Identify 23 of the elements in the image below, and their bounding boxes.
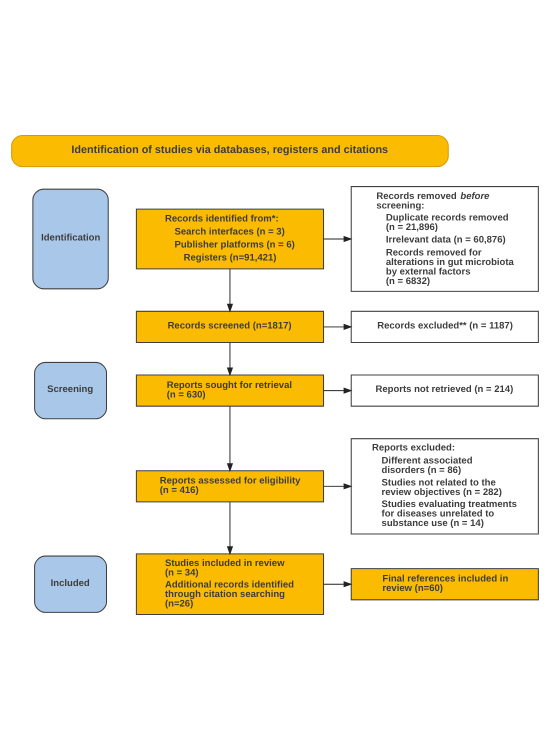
arrow: [323, 388, 352, 394]
node-box: Reports sought for retrieval (n = 630): [136, 374, 324, 407]
node-box: Reports not retrieved (n = 214): [350, 374, 539, 407]
arrow: [226, 342, 234, 376]
node-box: Identification of studies via databases, registers and citations: [11, 134, 449, 168]
node-box: Included: [34, 556, 108, 613]
node-box: Screening: [34, 362, 108, 420]
node-box: Studies included in review (n = 34) Additional records identified through citation searching (n=26): [136, 553, 324, 616]
node-box: Final references included in review (n=60): [350, 568, 539, 600]
node-box: Records excluded** (n = 1187): [350, 310, 539, 344]
node-box: Identification: [32, 188, 109, 290]
arrow: [226, 268, 234, 313]
arrow: [323, 236, 352, 242]
node-box: Reports excluded: Different associated disorders (n = 86) Studies not related to the review objectives (n = 282) Studies evaluating treatments for diseases unrelated to substance use (n = 14): [350, 438, 539, 534]
node-box: Records removed before screening: Duplicate records removed (n = 21,896) Irrelevant data (n = 60,876) Records removed for alterations in gut microbiota by external factors (n = 6832): [350, 186, 539, 292]
arrow: [226, 502, 234, 556]
node-box: Records screened (n=1817): [136, 310, 324, 344]
node-box: Records identified from*: Search interfaces (n = 3) Publisher platforms (n = 6) Registers (n=91,421): [136, 208, 324, 270]
arrow: [323, 483, 352, 490]
node-box: Reports assessed for eligibility (n = 416): [136, 470, 324, 502]
arrow: [323, 324, 352, 330]
arrow: [226, 406, 234, 472]
arrow: [323, 581, 352, 588]
